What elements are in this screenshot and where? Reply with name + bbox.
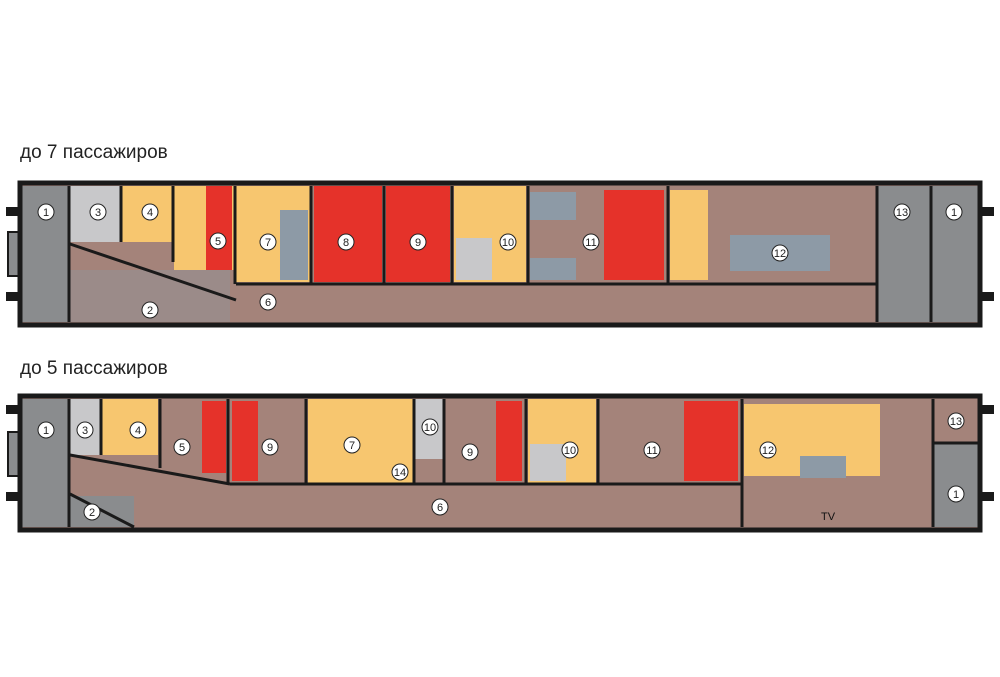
label-8: 8 [337,233,355,251]
svg-text:11: 11 [585,237,596,249]
room-9-bed-2 [232,401,258,481]
label-3-2: 3 [76,421,94,439]
svg-text:6: 6 [437,502,443,514]
room-labels-5: 1 3 4 5 9 7 10 9 10 11 12 13 1 2 6 14 [37,412,965,521]
label-1-left-2: 1 [37,421,55,439]
svg-text:10: 10 [502,237,514,249]
vestibule-left-2 [22,399,68,527]
label-2-2: 2 [83,503,101,521]
label-6-2: 6 [431,498,449,516]
label-1-left: 1 [37,203,55,221]
svg-text:12: 12 [774,248,786,260]
svg-text:6: 6 [265,297,271,309]
svg-text:2: 2 [147,305,153,317]
buffer-right-top-2 [980,405,994,414]
partition-walls-2 [67,399,978,529]
label-13-2: 13 [947,412,965,430]
svg-text:7: 7 [265,237,271,249]
label-5: 5 [209,232,227,250]
svg-text:11: 11 [646,445,657,457]
svg-text:1: 1 [43,207,49,219]
car-plan-7: 1 3 4 5 7 8 9 10 11 12 13 1 2 6 [6,180,994,328]
label-7: 7 [259,233,277,251]
room-4-2 [102,399,158,455]
room-labels-7: 1 3 4 5 7 8 9 10 11 12 13 1 2 6 [37,203,963,319]
room-11-bed-2 [684,401,738,481]
room-10-shower [456,238,492,280]
room-7-appliances [280,210,308,280]
svg-text:8: 8 [343,237,349,249]
svg-text:9: 9 [415,237,421,249]
buffer-left-bottom [6,292,20,301]
label-10-small-2: 10 [421,418,439,436]
svg-text:9: 9 [467,447,473,459]
room-12-table-2 [800,456,846,478]
label-10-2: 10 [561,441,579,459]
room-10-shower-2 [530,444,566,481]
room-12-sofa [670,190,708,280]
room-11-sofa-bottom [530,258,576,280]
plan-title-5-passengers: до 5 пассажиров [20,358,168,379]
label-1-right-2: 1 [947,485,965,503]
label-12-2: 12 [759,441,777,459]
buffer-right-bottom [980,292,994,301]
label-6: 6 [259,293,277,311]
svg-text:5: 5 [179,442,185,454]
buffer-right-bottom-2 [980,492,994,501]
svg-text:13: 13 [896,207,908,219]
plan-title-7-passengers: до 7 пассажиров [20,142,168,163]
partition-walls [67,186,933,322]
svg-text:10: 10 [424,422,436,434]
label-9-2: 9 [261,438,279,456]
svg-text:10: 10 [564,445,576,457]
buffer-left-bottom-2 [6,492,20,501]
svg-text:5: 5 [215,236,221,248]
label-1-right: 1 [945,203,963,221]
svg-text:3: 3 [95,207,101,219]
car-plan-5: 1 3 4 5 9 7 10 9 10 11 12 13 1 2 6 14 TV [6,393,994,533]
car-outer-wall-2 [17,393,983,533]
svg-text:9: 9 [267,442,273,454]
label-11-2: 11 [643,441,661,459]
tv-label: TV [821,511,836,523]
label-9: 9 [409,233,427,251]
svg-text:2: 2 [89,507,95,519]
room-11-bed [604,190,664,280]
svg-text:14: 14 [394,467,406,479]
room-5-bed-2 [202,401,226,473]
svg-text:7: 7 [349,440,355,452]
label-7-2: 7 [343,436,361,454]
svg-text:1: 1 [953,489,959,501]
label-12: 12 [771,244,789,262]
svg-text:3: 3 [82,425,88,437]
svg-text:4: 4 [135,425,141,437]
label-5-2: 5 [173,438,191,456]
buffer-left-top-2 [6,405,20,414]
room-5-bed [206,186,232,270]
label-11: 11 [582,233,600,251]
label-3: 3 [89,203,107,221]
label-9b-2: 9 [461,443,479,461]
svg-text:4: 4 [147,207,153,219]
label-4-2: 4 [129,421,147,439]
label-10: 10 [499,233,517,251]
label-2: 2 [141,301,159,319]
label-13: 13 [893,203,911,221]
svg-text:12: 12 [762,445,774,457]
svg-text:13: 13 [950,416,962,428]
label-14-2: 14 [391,463,409,481]
room-11-sofa-top [530,192,576,220]
car-outer-wall [17,180,983,328]
svg-text:1: 1 [43,425,49,437]
buffer-right-top [980,207,994,216]
room-9b-bed-2 [496,401,522,481]
buffer-left-top [6,207,20,216]
svg-text:1: 1 [951,207,957,219]
label-4: 4 [141,203,159,221]
